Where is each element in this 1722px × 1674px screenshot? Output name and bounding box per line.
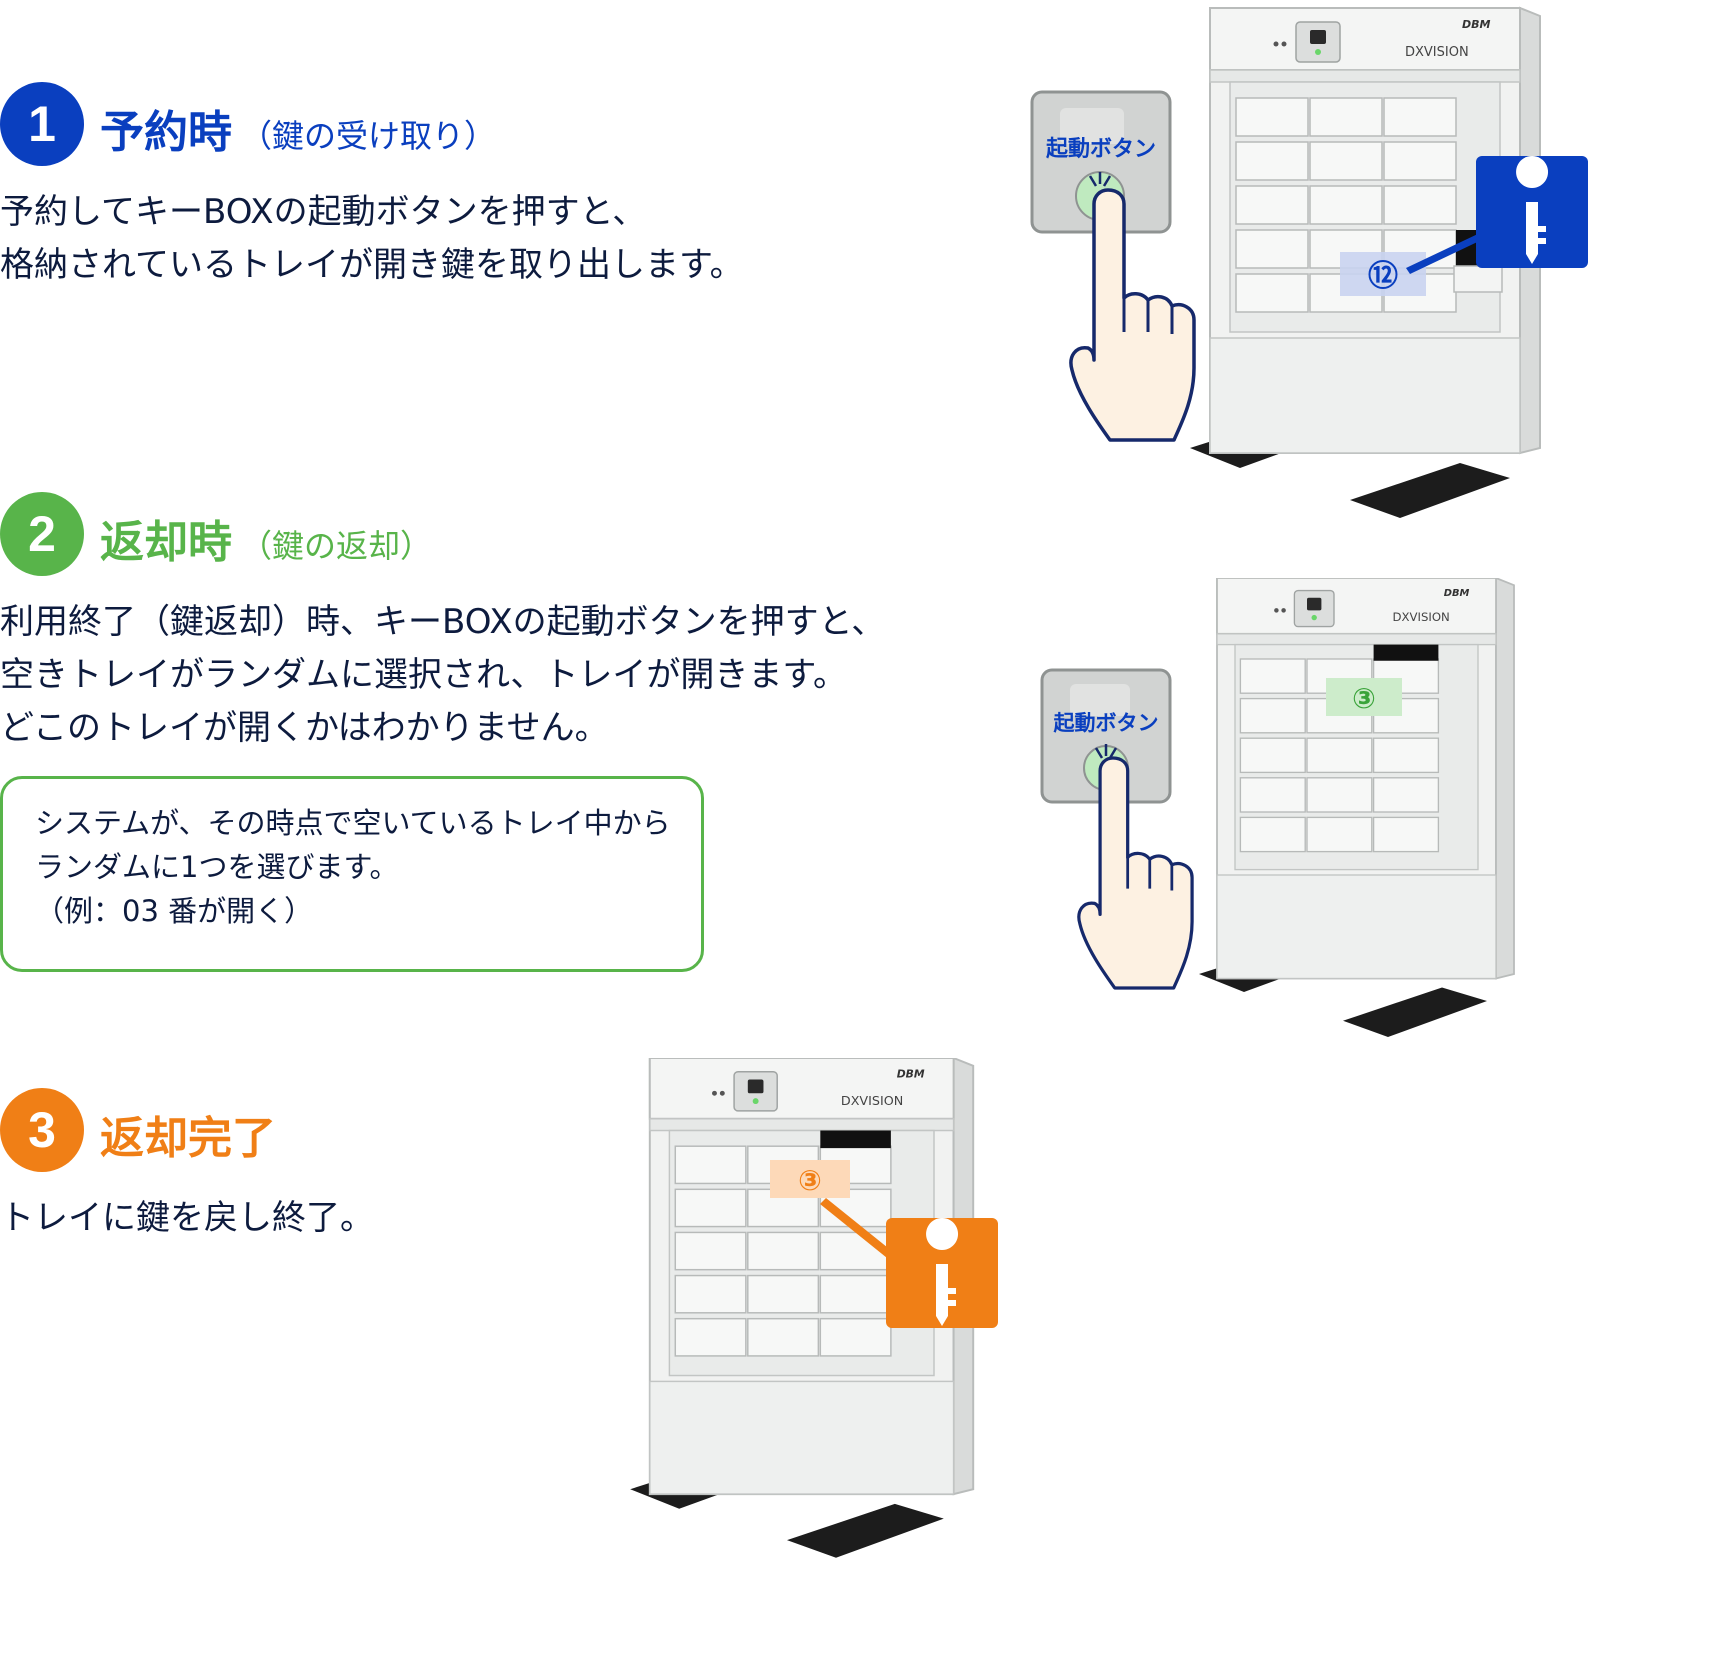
step-2-number-badge: 2 [0, 492, 84, 576]
logo-text: DBM [897, 1068, 925, 1081]
step-2-line: 利用終了（鍵返却）時、キーBOXの起動ボタンを押すと、 [0, 602, 886, 642]
step-3-title: 返却完了 [100, 1102, 276, 1166]
illustration-step-1: DXVISION DBM ⑫ 起動ボタン [1030, 7, 1588, 519]
step-2-note-box: システムが、その時点で空いているトレイ中から ランダムに1つを選びます。 （例：… [0, 776, 704, 972]
note-line: （例：03 番が開く） [35, 894, 314, 928]
step-1-description: 予約してキーBOXの起動ボタンを押すと、 格納されているトレイが開き鍵を取り出し… [0, 186, 744, 292]
step-2-title-text: 返却時 [100, 517, 232, 568]
logo-text: DBM [1462, 18, 1491, 31]
step-3-line: トレイに鍵を戻し終了。 [0, 1198, 374, 1238]
illustration-step-3: DXVISION DBM ③ [629, 1058, 998, 1559]
key-box-cabinet: DXVISION DBM [1198, 578, 1515, 1038]
step-2-line: どこのトレイが開くかはわかりません。 [0, 708, 609, 748]
step-3-title-text: 返却完了 [100, 1113, 276, 1164]
note-line: ランダムに1つを選びます。 [35, 850, 399, 884]
tray-3-label: ③ [798, 1164, 822, 1197]
brand-label: DXVISION [1393, 610, 1450, 624]
brand-label: DXVISION [841, 1094, 903, 1109]
tray-3-highlight [770, 1160, 850, 1198]
tray-12-label: ⑫ [1368, 259, 1398, 294]
logo-text: DBM [1444, 588, 1470, 599]
start-button-label: 起動ボタン [1045, 137, 1156, 162]
tray-12-highlight [1340, 252, 1426, 296]
step-2-line: 空きトレイがランダムに選択され、トレイが開きます。 [0, 655, 847, 695]
brand-label: DXVISION [1405, 45, 1469, 60]
tray-3-label: ③ [1352, 682, 1376, 715]
illustration-step-2: DXVISION DBM ③ 起動ボタン [1040, 578, 1515, 1038]
note-line: システムが、その時点で空いているトレイ中から [35, 806, 671, 840]
step-2-title: 返却時（鍵の返却） [100, 506, 432, 570]
key-box-cabinet: DXVISION DBM [629, 1058, 975, 1559]
step-1-number-badge: 1 [0, 82, 84, 166]
tray-3-highlight [1326, 678, 1402, 716]
step-3-description: トレイに鍵を戻し終了。 [0, 1192, 374, 1245]
step-2-description: 利用終了（鍵返却）時、キーBOXの起動ボタンを押すと、 空きトレイがランダムに選… [0, 596, 885, 755]
step-1-title-text: 予約時 [100, 107, 232, 158]
step-2-subtitle: （鍵の返却） [240, 527, 433, 565]
step-1-line: 予約してキーBOXの起動ボタンを押すと、 [0, 192, 647, 232]
step-3-number-badge: 3 [0, 1088, 84, 1172]
step-1-subtitle: （鍵の受け取り） [240, 117, 497, 155]
step-1-line: 格納されているトレイが開き鍵を取り出します。 [0, 245, 744, 285]
step-1-title: 予約時（鍵の受け取り） [100, 96, 496, 160]
start-button-label: 起動ボタン [1053, 711, 1159, 735]
